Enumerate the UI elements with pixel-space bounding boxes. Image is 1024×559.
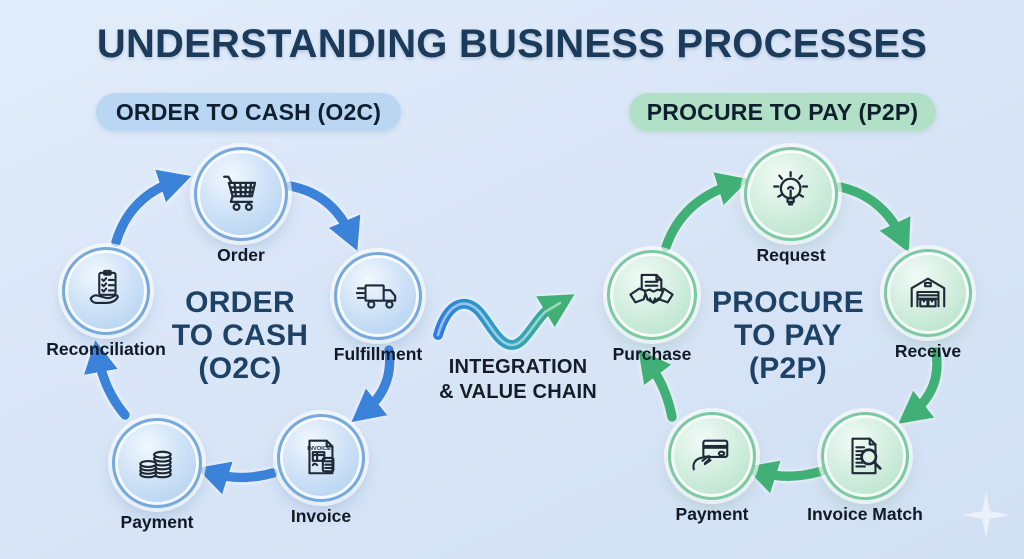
coin-stacks-icon xyxy=(139,451,173,479)
p2p-node-invoice-match: Invoice Match xyxy=(807,412,923,524)
p2p-section-badge: PROCURE TO PAY (P2P) xyxy=(629,93,936,131)
document-magnifier-icon xyxy=(851,437,882,475)
o2c-section-badge: ORDER TO CASH (O2C) xyxy=(96,93,401,131)
o2c-node-fulfillment-label: Fulfillment xyxy=(333,344,423,364)
handshake-document-icon xyxy=(629,274,675,305)
shopping-cart-icon xyxy=(223,175,257,212)
o2c-node-payment-label: Payment xyxy=(120,512,194,532)
invoice-calculator-icon: INVOICE xyxy=(307,439,335,475)
o2c-cycle-title-line2: TO CASH xyxy=(171,319,309,352)
arrow-order-to-fulfillment xyxy=(285,181,361,251)
p2p-cycle-title-line2: TO PAY xyxy=(734,319,842,352)
o2c-node-order-label: Order xyxy=(217,245,265,265)
integration-label-line1: INTEGRATION xyxy=(448,356,588,378)
delivery-truck-icon xyxy=(355,284,397,309)
arrow-payment-to-purchase xyxy=(638,349,677,422)
p2p-node-payment-label: Payment xyxy=(675,504,749,524)
o2c-node-payment: Payment xyxy=(112,418,202,532)
lightbulb-icon xyxy=(773,171,809,206)
integration-wave-arrow xyxy=(433,294,575,351)
integration-label: INTEGRATION & VALUE CHAIN xyxy=(418,355,618,405)
arrow-request-to-receive xyxy=(835,182,911,253)
p2p-node-receive: Receive xyxy=(884,249,972,361)
p2p-node-purchase-label: Purchase xyxy=(612,344,692,364)
o2c-cycle-title-line1: ORDER xyxy=(185,286,295,319)
sparkle-decoration xyxy=(962,491,1010,539)
integration-label-line2: & VALUE CHAIN xyxy=(439,381,597,403)
o2c-node-reconciliation: Reconciliation xyxy=(46,247,166,359)
o2c-node-invoice: INVOICE Invoice xyxy=(277,414,365,526)
p2p-cycle-title-line3: (P2P) xyxy=(748,352,828,385)
p2p-node-receive-label: Receive xyxy=(894,341,962,361)
invoice-icon-text: INVOICE xyxy=(307,446,331,452)
o2c-cycle-title-line3: (O2C) xyxy=(198,352,282,385)
o2c-node-reconciliation-label: Reconciliation xyxy=(46,339,166,359)
p2p-node-request: Request xyxy=(744,147,838,265)
p2p-cycle-title-line1: PROCURE xyxy=(711,286,865,319)
o2c-node-order: Order xyxy=(194,147,288,265)
checklist-hand-icon xyxy=(89,269,119,305)
p2p-node-request-label: Request xyxy=(756,245,826,265)
o2c-node-invoice-label: Invoice xyxy=(290,506,352,526)
arrow-payment-to-reconciliation xyxy=(83,340,130,420)
arrow-purchase-to-request xyxy=(661,172,750,252)
warehouse-icon xyxy=(910,277,946,308)
p2p-node-invoice-match-label: Invoice Match xyxy=(807,504,923,524)
p2p-node-payment: Payment xyxy=(668,412,756,524)
arrow-reconciliation-to-order xyxy=(111,169,192,247)
p2p-node-purchase: Purchase xyxy=(607,250,697,364)
p2p-cycle-title: PROCURE TO PAY (P2P) xyxy=(678,286,898,385)
o2c-node-fulfillment: Fulfillment xyxy=(334,252,422,364)
arrow-invoice-to-payment xyxy=(196,461,278,495)
o2c-cycle-title: ORDER TO CASH (O2C) xyxy=(130,286,350,385)
page-title: UNDERSTANDING BUSINESS PROCESSES xyxy=(96,22,928,66)
credit-card-hand-icon xyxy=(692,439,729,471)
arrow-invoicematch-to-payment xyxy=(744,460,827,494)
